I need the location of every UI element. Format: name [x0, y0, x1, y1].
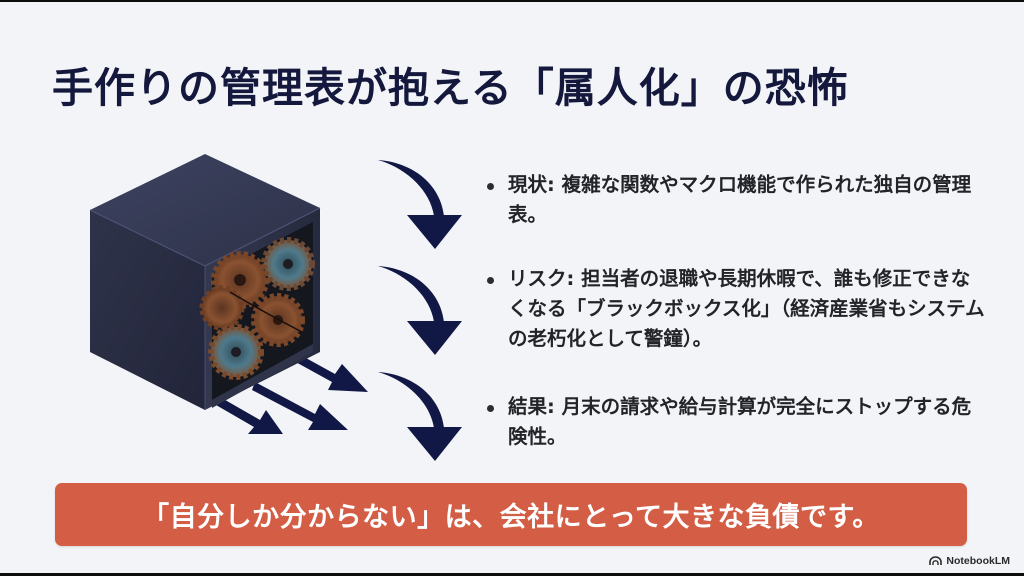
bullet-text: 結果: 月末の請求や給与計算が完全にストップする危険性。: [508, 395, 972, 448]
slide-title: 手作りの管理表が抱える「属人化」の恐怖: [52, 64, 849, 112]
curved-arrow-icon: [378, 372, 462, 461]
bullet-dot-icon: [487, 405, 494, 412]
banner-text: 「自分しか分からない」は、会社にとって大きな負債です。: [142, 502, 880, 533]
bullet-text: 現状: 複雑な関数やマクロ機能で作られた独自の管理表。: [508, 173, 972, 226]
notebooklm-logo-icon: [929, 556, 943, 566]
conclusion-banner: 「自分しか分からない」は、会社にとって大きな負債です。: [55, 483, 967, 546]
curved-arrow-icon: [378, 266, 462, 355]
bullet-result: 結果: 月末の請求や給与計算が完全にストップする危険性。: [484, 392, 988, 452]
flow-arrows: [360, 152, 480, 472]
bullet-current-state: 現状: 複雑な関数やマクロ機能で作られた独自の管理表。: [484, 170, 988, 230]
black-box-icon: [89, 154, 368, 434]
brand-label: NotebookLM: [946, 555, 1010, 567]
output-arrows: [216, 352, 368, 434]
notebooklm-branding: NotebookLM: [929, 555, 1010, 567]
bullet-text: リスク: 担当者の退職や長期休暇で、誰も修正できなくなる「ブラックボックス化」（…: [508, 267, 985, 350]
bullet-risk: リスク: 担当者の退職や長期休暇で、誰も修正できなくなる「ブラックボックス化」（…: [484, 264, 988, 354]
curved-arrow-icon: [378, 160, 462, 249]
rusty-gears: [199, 237, 315, 380]
black-box-illustration: [70, 142, 390, 442]
bullet-dot-icon: [487, 277, 494, 284]
bullet-dot-icon: [487, 183, 494, 190]
